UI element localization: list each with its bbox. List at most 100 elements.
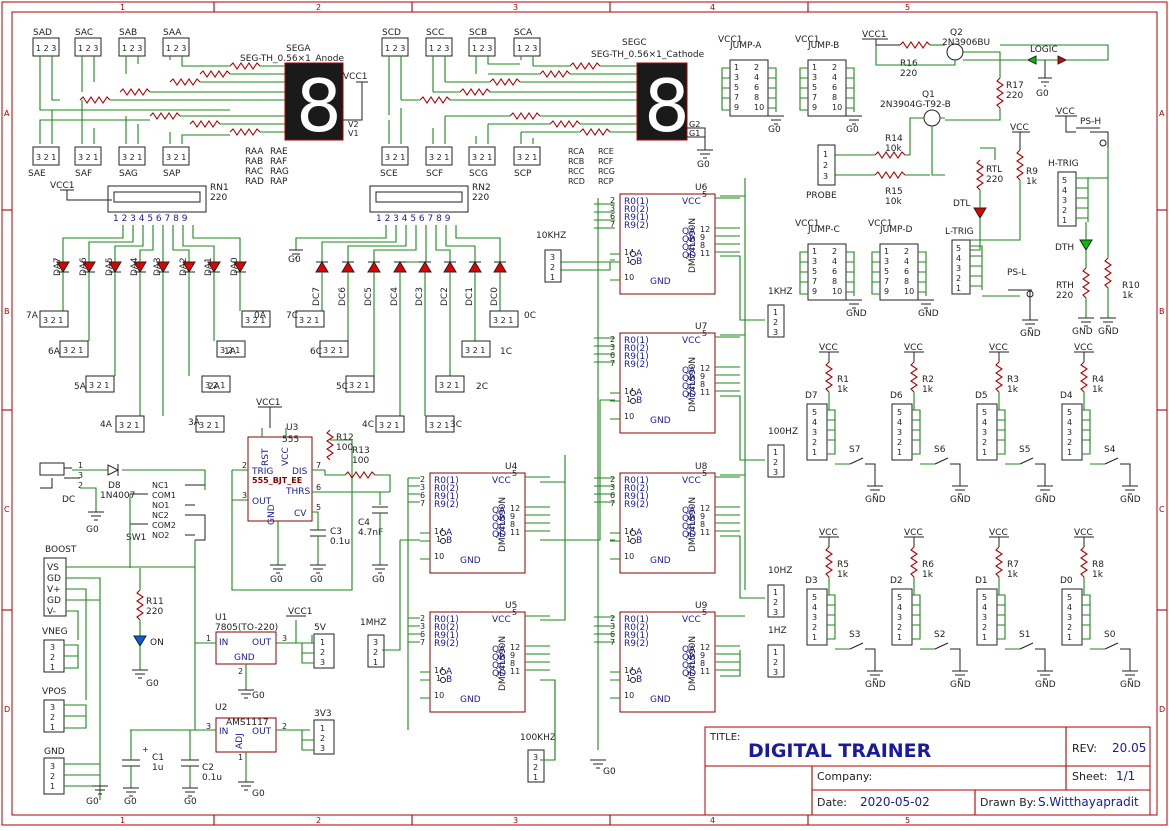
counter-wiring (382, 178, 765, 761)
clock-hdr-6 (527, 749, 545, 783)
hdr-a-7 (241, 310, 271, 328)
sw-vcc-3: VCC (1074, 343, 1093, 353)
dth-label: DTH (1055, 243, 1074, 253)
ps-h-label: PS-H (1080, 117, 1101, 127)
counter-lp-4-1: R0(2) (434, 623, 459, 633)
sap-label: SAP (163, 169, 181, 179)
gnd-hdr-pin-2: 2 (50, 772, 55, 781)
hdr-a-pins-6: 3 2 1 (220, 346, 240, 355)
sw-dname-4: D3 (805, 576, 818, 586)
counter-n10-4: 10 (434, 691, 444, 700)
probe-pin2: 2 (823, 161, 828, 170)
counter-ln-1-0: 2 (610, 335, 615, 344)
counter-lp-3-2: R9(1) (624, 492, 649, 502)
dc-pin-2: 2 (78, 481, 83, 490)
sw-no1: NO1 (152, 501, 169, 510)
counter-n14-3: 14 (624, 527, 634, 536)
sw-vcc-4: VCC (819, 528, 838, 538)
grid-col-3-bot: 3 (513, 816, 518, 825)
counter-qp-1-1: QB (682, 374, 695, 384)
sw-vcc-2: VCC (989, 343, 1008, 353)
grid-col-1-top: 1 (120, 3, 125, 12)
jumper-rp-1-1: 4 (832, 73, 837, 82)
counter-gnd: G0 (590, 759, 616, 777)
clock-hdr-1 (767, 304, 785, 338)
counter-body-3 (619, 472, 716, 574)
clock-hdr-4 (767, 644, 785, 678)
counter-bubble-b-2 (440, 538, 446, 544)
counter-n1-4: 1 (436, 674, 441, 683)
sheet-label: Sheet: (1072, 770, 1108, 783)
hdr-a-pins-5: 3 2 1 (205, 381, 225, 390)
counter-lp-4-3: R9(2) (434, 639, 459, 649)
rad: RAD (245, 177, 264, 187)
counter-n14-2: 14 (434, 527, 444, 536)
jumper-lp-2-2: 5 (812, 267, 817, 276)
sw-hdr-5 (891, 588, 913, 646)
counter-lp-3-3: R9(2) (624, 500, 649, 510)
counter-n1-0: 1 (626, 256, 631, 265)
counter-lp-2-0: R0(1) (434, 476, 459, 486)
jumper-gnd-0: G0 (768, 125, 781, 135)
counter-pins-wires-1 (610, 336, 740, 420)
led-dc-0 (315, 261, 329, 273)
grid-row-a-right: A (1159, 109, 1165, 118)
hdr-c-label-1: 6C (310, 347, 322, 357)
counter-ln-4-1: 3 (420, 622, 425, 631)
counter-gnd-3: GND (650, 556, 671, 566)
saf-pins: 3 2 1 (78, 153, 98, 162)
counter-ref-5: U9 (695, 601, 708, 611)
sw-pin-5-3: 2 (897, 623, 902, 632)
sw-gnd-5: GND (950, 680, 971, 690)
sw-switch-2 (1019, 457, 1046, 486)
sac-pins: 1 2 3 (78, 44, 98, 53)
led-dc-1 (341, 261, 355, 273)
clock-pin-4-0: 1 (773, 648, 778, 657)
sw-pin-2-3: 2 (982, 438, 987, 447)
jumper-lp-1-4: 9 (812, 103, 817, 112)
r14-ref: R14 (885, 134, 903, 144)
u2-val: AMS1117 (226, 718, 269, 728)
v5-pin-1: 1 (320, 638, 325, 647)
counter-ref-0: U6 (695, 183, 708, 193)
counter-ln-1-1: 3 (610, 343, 615, 352)
rcg: RCG (598, 167, 615, 176)
scc-pins: 1 2 3 (429, 44, 449, 53)
hdr-c-label-6: 1C (500, 347, 512, 357)
counter-qn-1-3: 11 (700, 388, 710, 397)
counter-a-4: A (446, 667, 453, 677)
counter-qp-4-0: QA (492, 645, 506, 655)
counter-qn-3-0: 12 (700, 504, 710, 513)
counter-lp-2-1: R0(2) (434, 484, 459, 494)
da-wires (62, 272, 241, 416)
sw-pin-7-0: 5 (1067, 593, 1072, 602)
counter-part-4: DM74LS90N (498, 636, 508, 691)
c3-ref: C3 (330, 527, 342, 537)
hdr-a-pins-1: 3 2 1 (63, 346, 83, 355)
counter-lp-2-2: R9(1) (434, 492, 459, 502)
rn1-body (107, 185, 207, 213)
grid-col-1-bot: 1 (120, 816, 125, 825)
sw-wires-6 (997, 577, 1020, 650)
sw-pin-4-2: 3 (812, 613, 817, 622)
jumper-lp-0-3: 7 (734, 93, 739, 102)
ps-l-label: PS-L (1007, 268, 1026, 278)
clock-label-2: 100HZ (768, 427, 798, 437)
title-text: DIGITAL TRAINER (748, 740, 932, 762)
date-label: Date: (817, 796, 847, 809)
l-trig-pin-2: 2 (956, 274, 961, 283)
sw-sname-3: S4 (1104, 445, 1116, 455)
hdr-c-pins-3: 3 2 1 (379, 421, 399, 430)
jumper-rp-3-4: 10 (904, 287, 914, 296)
sw-res-0 (825, 361, 833, 393)
sw-vcc-sym-1 (904, 351, 924, 362)
sw-pin-0-0: 5 (812, 408, 817, 417)
counter-bubble-b-4 (440, 677, 446, 683)
u3-gnd: G0 (270, 575, 283, 585)
counter-n10-5: 10 (624, 691, 634, 700)
c4-gnd: G0 (372, 575, 385, 585)
u1-vcc1: VCC1 (288, 607, 312, 617)
trigger-block: PS-H VCC H-TRIG 5 4 3 2 1 R10 1k GND VCC… (945, 107, 1140, 339)
jumper-rp-0-0: 2 (754, 63, 759, 72)
u3-ref: U3 (286, 423, 298, 433)
